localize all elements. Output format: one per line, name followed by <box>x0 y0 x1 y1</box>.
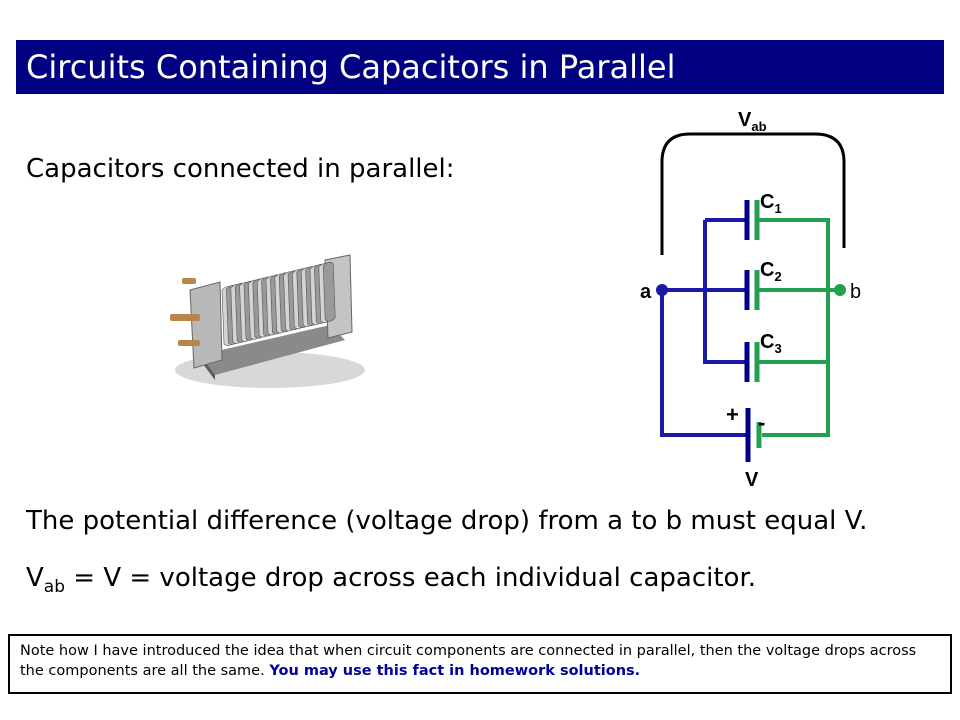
svg-text:C3: C3 <box>760 331 782 356</box>
note-text: Note how I have introduced the idea that… <box>20 643 917 679</box>
capacitor-photo <box>170 254 365 388</box>
node-b-label: b <box>850 281 861 303</box>
battery-plus: + <box>726 402 739 427</box>
vab-equation-text: Vab = V = voltage drop across each indiv… <box>26 563 757 597</box>
note-emphasis: You may use this fact in homework soluti… <box>269 663 641 679</box>
vab-bracket <box>660 132 846 255</box>
title-bar: Circuits Containing Capacitors in Parall… <box>16 40 944 94</box>
capacitor-plate <box>322 261 336 322</box>
battery-minus: - <box>758 410 765 435</box>
vab-label: Vab <box>738 109 767 134</box>
intro-text: Capacitors connected in parallel: <box>26 154 455 184</box>
terminal <box>178 340 200 346</box>
capacitor-c3: C3 <box>744 331 782 382</box>
capacitor-c1: C1 <box>744 191 782 240</box>
node-a-label: a <box>640 281 652 303</box>
right-wires <box>758 218 840 437</box>
capacitor-plates <box>221 261 336 346</box>
potential-difference-text: The potential difference (voltage drop) … <box>26 506 868 536</box>
parallel-circuit-diagram: Vab C1 C2 C3 + - V a b <box>640 109 861 491</box>
svg-text:C2: C2 <box>760 259 782 284</box>
instructor-note: Note how I have introduced the idea that… <box>8 634 952 694</box>
slide-title: Circuits Containing Capacitors in Parall… <box>26 48 676 86</box>
node-b-dot <box>834 284 846 296</box>
battery: + - V <box>726 402 765 491</box>
shaft <box>170 314 200 321</box>
battery-label: V <box>745 469 759 491</box>
base-rail <box>200 325 345 375</box>
node-a-dot <box>656 284 668 296</box>
capacitor-c2: C2 <box>744 259 782 310</box>
svg-text:C1: C1 <box>760 191 782 216</box>
left-wires <box>660 218 746 437</box>
frame-left <box>189 281 223 369</box>
